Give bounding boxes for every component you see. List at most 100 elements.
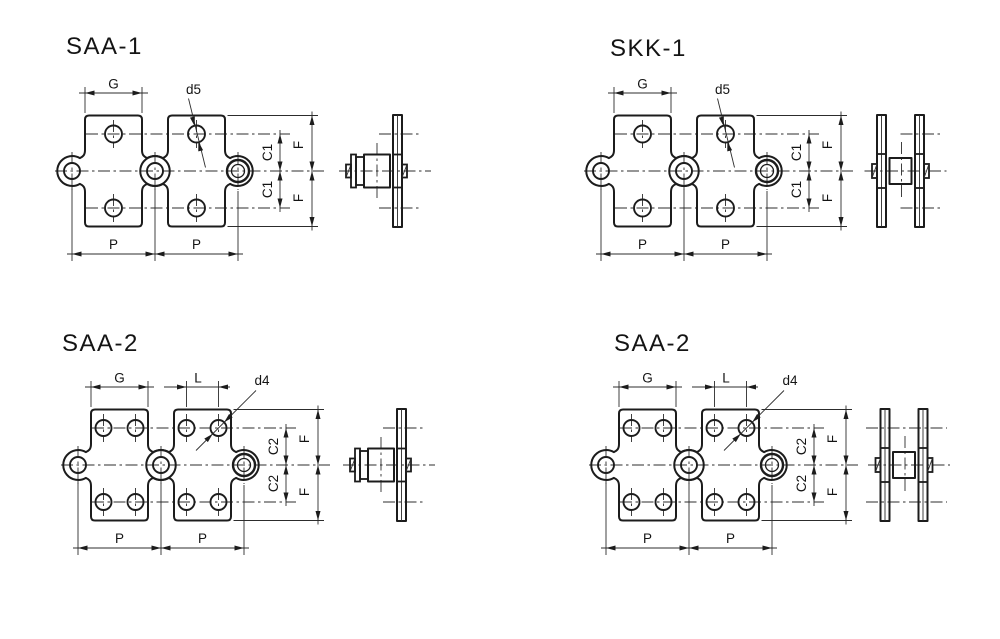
dimension-label-g: G xyxy=(114,371,125,386)
pin-hole xyxy=(597,456,615,474)
pin-hole xyxy=(146,162,164,180)
attachment-hole xyxy=(737,493,756,511)
dimension-arrow xyxy=(806,161,812,171)
dimension-arrow xyxy=(189,116,195,127)
dimension-label-g: G xyxy=(642,371,653,386)
dimension-arrow xyxy=(666,384,676,390)
dimension-label-l: L xyxy=(722,371,730,386)
pin-end xyxy=(405,457,412,473)
dimension-arrow xyxy=(145,251,155,257)
dimension-label-p-right: P xyxy=(721,237,730,252)
roller xyxy=(363,153,391,189)
dimension-arrow xyxy=(218,384,228,390)
dimension-arrow xyxy=(752,413,761,423)
attachment-hole xyxy=(126,493,145,511)
pin-end xyxy=(874,457,882,473)
dimension-arrow xyxy=(315,465,321,475)
dimension-label-c-upper: C1 xyxy=(260,144,275,161)
attachment-hole xyxy=(177,493,196,511)
pin-end xyxy=(923,163,930,179)
dimension-arrow xyxy=(843,511,849,521)
dimension-label-f-upper: F xyxy=(297,435,312,443)
pin-end xyxy=(926,457,934,473)
dimension-arrow xyxy=(309,171,315,181)
dimension-arrow xyxy=(806,198,812,208)
dimension-label-c-lower: C2 xyxy=(794,475,809,492)
dimension-arrow xyxy=(78,545,88,551)
diagram-title: SAA-2 xyxy=(62,330,139,357)
dimension-label-f-lower: F xyxy=(825,488,840,496)
dimension-arrow xyxy=(283,428,289,438)
dimension-arrow xyxy=(91,384,101,390)
roller xyxy=(367,447,395,483)
pin-end-hatch xyxy=(401,164,408,178)
dimension-arrow xyxy=(277,171,283,181)
attachment-hole xyxy=(716,198,735,218)
side-view-single-plate xyxy=(343,408,435,522)
dimension-label-f-upper: F xyxy=(825,435,840,443)
dimension-label-f-lower: F xyxy=(820,194,835,202)
dimension-label-p-left: P xyxy=(638,237,647,252)
dimension-arrow xyxy=(204,433,213,443)
attachment-hole xyxy=(177,419,196,437)
attachment-hole xyxy=(654,419,673,437)
dimension-arrow xyxy=(601,251,611,257)
side-view-double-plate xyxy=(864,114,947,228)
attachment-hole xyxy=(705,419,724,437)
dimension-arrow xyxy=(811,492,817,502)
dimension-label-p-right: P xyxy=(726,531,735,546)
pin-hole-bushing-outer xyxy=(759,452,785,478)
dimension-arrow xyxy=(843,465,849,475)
dimension-arrow xyxy=(811,455,817,465)
diagram-title: SAA-1 xyxy=(66,33,143,60)
pin-hole xyxy=(675,162,693,180)
attachment-hole xyxy=(654,493,673,511)
dimension-label-c-lower: C2 xyxy=(266,475,281,492)
dimension-label-c-upper: C2 xyxy=(794,438,809,455)
dimension-arrow xyxy=(674,251,684,257)
pin-hole xyxy=(680,456,698,474)
leader-line-d xyxy=(188,98,206,168)
pin-end xyxy=(401,163,408,179)
pin-hole xyxy=(63,162,81,180)
pin-hole-bushing-outer xyxy=(754,158,780,184)
attachment-hole xyxy=(622,493,641,511)
dimension-arrow xyxy=(309,161,315,171)
pin-hole-bushing-outer xyxy=(225,158,251,184)
roller xyxy=(888,157,913,185)
dimension-arrow xyxy=(838,217,844,227)
dimension-arrow xyxy=(151,545,161,551)
dimension-arrow xyxy=(234,545,244,551)
dimension-label-d: d4 xyxy=(782,373,798,388)
dimension-arrow xyxy=(277,161,283,171)
diagram-title: SKK-1 xyxy=(610,35,687,62)
attachment-hole xyxy=(126,419,145,437)
attachment-hole xyxy=(716,124,735,144)
dimension-arrow xyxy=(843,409,849,419)
dimension-arrow xyxy=(619,384,629,390)
pin-hole xyxy=(69,456,87,474)
dimension-arrow xyxy=(689,545,699,551)
attachment-hole xyxy=(94,493,113,511)
dimension-label-f-upper: F xyxy=(820,141,835,149)
dimension-arrow xyxy=(811,465,817,475)
dimension-arrow xyxy=(315,455,321,465)
dimension-arrow xyxy=(132,90,142,96)
dimension-arrow xyxy=(732,433,741,443)
dimension-arrow xyxy=(727,141,733,152)
dimension-arrow xyxy=(838,171,844,181)
dimension-label-c-upper: C1 xyxy=(789,144,804,161)
dimension-arrow xyxy=(746,384,756,390)
dimension-arrow xyxy=(806,134,812,144)
dimension-arrow xyxy=(177,384,187,390)
dimension-label-d: d4 xyxy=(254,373,270,388)
dimension-arrow xyxy=(838,161,844,171)
dimension-label-g: G xyxy=(108,77,119,92)
dimension-arrow xyxy=(283,492,289,502)
